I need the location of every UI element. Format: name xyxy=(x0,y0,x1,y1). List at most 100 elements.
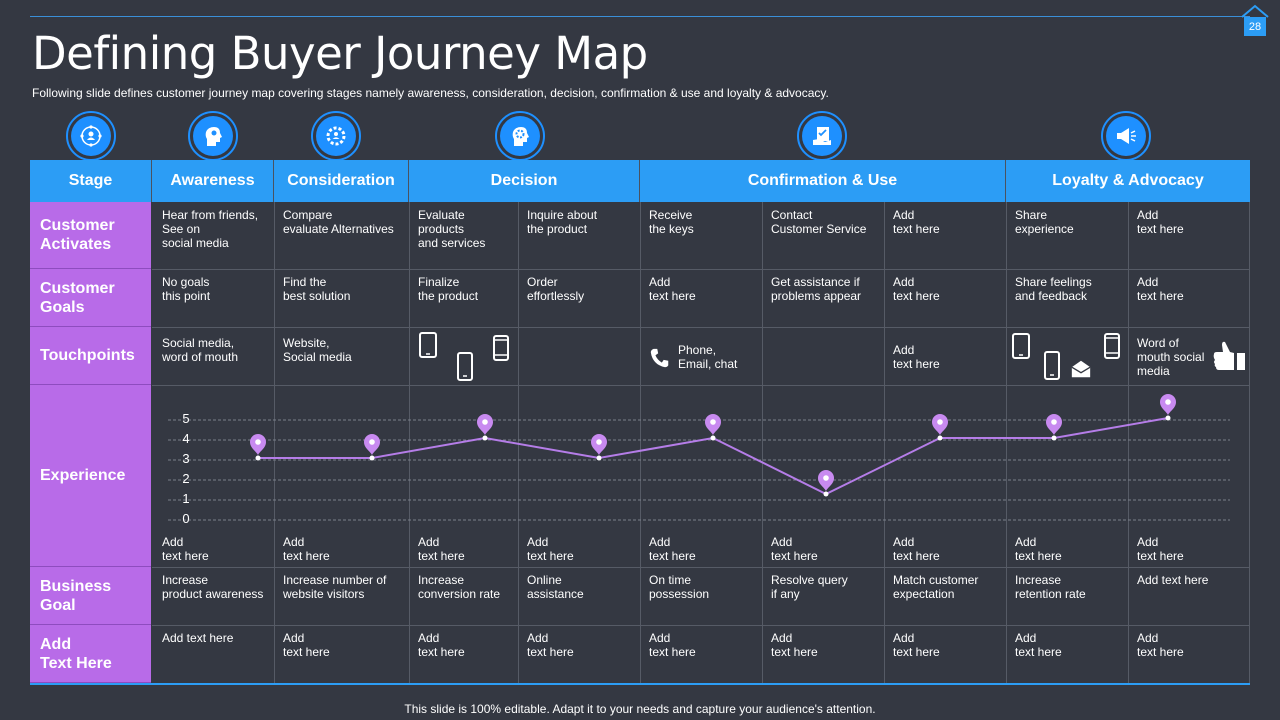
page-number-badge[interactable]: 28 xyxy=(1240,4,1270,38)
cell-touchpoints-awareness: Social media, word of mouth xyxy=(162,336,239,364)
cell-activates-confirmation-2: Contact Customer Service xyxy=(771,208,867,236)
header-confirmation: Confirmation & Use xyxy=(640,160,1006,202)
data-point xyxy=(596,455,602,461)
cell-extra-consideration: Add text here xyxy=(283,631,330,659)
column-divider xyxy=(762,202,763,683)
cell-business-loyalty-1: Increase retention rate xyxy=(1015,573,1086,601)
cell-goals-confirmation-1: Add text here xyxy=(649,275,696,303)
cell-touchpoints-confirmation-3: Add text here xyxy=(893,343,940,371)
map-pin-icon xyxy=(250,434,266,461)
cell-experience-confirmation-1: Add text here xyxy=(649,535,696,563)
row-divider xyxy=(152,269,1250,270)
map-pin-icon xyxy=(591,434,607,461)
idea-head-icon xyxy=(205,127,222,146)
phone-icon xyxy=(1104,333,1120,359)
cell-touchpoints-consideration: Website, Social media xyxy=(283,336,352,364)
experience-points xyxy=(250,394,1176,497)
chart-y-ticks: 5 4 3 2 1 0 xyxy=(182,411,189,526)
stage-icon-loyalty xyxy=(1101,111,1151,161)
cell-extra-confirmation-2: Add text here xyxy=(771,631,818,659)
column-divider xyxy=(1128,202,1129,683)
data-point xyxy=(482,435,488,441)
y-tick-label: 5 xyxy=(182,411,189,426)
data-point xyxy=(369,455,375,461)
data-point xyxy=(823,491,829,497)
header-awareness: Awareness xyxy=(152,160,274,202)
map-pin-icon xyxy=(818,470,834,497)
phone-icon xyxy=(493,335,509,361)
cell-business-decision-1: Increase conversion rate xyxy=(418,573,501,601)
map-pin-icon xyxy=(477,414,493,441)
cell-goals-decision-2: Order effortlessly xyxy=(527,275,585,303)
cell-experience-decision-2: Add text here xyxy=(527,535,574,563)
row-label-business-goal: Business Goal xyxy=(30,567,151,625)
cell-business-consideration: Increase number of website visitors xyxy=(283,573,387,601)
y-tick-label: 2 xyxy=(182,471,189,486)
footer-note: This slide is 100% editable. Adapt it to… xyxy=(404,702,876,716)
header-consideration: Consideration xyxy=(274,160,409,202)
envelope-icon xyxy=(1071,360,1091,378)
journey-map-table: Stage Awareness Consideration Decision C… xyxy=(30,160,1250,685)
row-divider xyxy=(152,385,1250,386)
cell-extra-decision-2: Add text here xyxy=(527,631,574,659)
row-divider xyxy=(152,567,1250,568)
cell-activates-consideration: Compare evaluate Alternatives xyxy=(283,208,394,236)
cell-goals-loyalty-2: Add text here xyxy=(1137,275,1184,303)
cell-goals-loyalty-1: Share feelings and feedback xyxy=(1015,275,1092,303)
data-point xyxy=(1051,435,1057,441)
cell-experience-awareness: Add text here xyxy=(162,535,209,563)
phone-icon xyxy=(457,352,473,381)
y-tick-label: 3 xyxy=(182,451,189,466)
tablet-icon xyxy=(1012,333,1030,359)
top-divider xyxy=(30,16,1250,17)
cell-activates-confirmation-1: Receive the keys xyxy=(649,208,694,236)
cell-activates-decision-1: Evaluate products and services xyxy=(418,208,486,250)
stage-icon-stage xyxy=(66,111,116,161)
cell-goals-confirmation-2: Get assistance if problems appear xyxy=(771,275,862,303)
telephone-icon xyxy=(650,348,669,368)
cell-experience-loyalty-1: Add text here xyxy=(1015,535,1062,563)
row-label-experience: Experience xyxy=(30,385,151,567)
y-tick-label: 0 xyxy=(182,511,189,526)
cell-goals-decision-1: Finalize the product xyxy=(418,275,479,303)
cell-activates-decision-2: Inquire about the product xyxy=(527,208,598,236)
column-divider xyxy=(1249,202,1250,683)
brain-gear-icon xyxy=(512,127,529,146)
page-title: Defining Buyer Journey Map xyxy=(32,27,648,80)
cell-business-loyalty-2: Add text here xyxy=(1137,573,1209,587)
row-divider xyxy=(152,327,1250,328)
people-network-icon xyxy=(80,125,102,147)
cell-business-confirmation-2: Resolve query if any xyxy=(771,573,848,601)
cell-experience-confirmation-3: Add text here xyxy=(893,535,940,563)
cell-touchpoints-confirmation-1: Phone, Email, chat xyxy=(678,343,738,371)
column-divider xyxy=(640,202,641,683)
experience-chart: 5 4 3 2 1 0 xyxy=(168,394,1230,526)
map-pin-icon xyxy=(932,414,948,441)
cell-extra-confirmation-1: Add text here xyxy=(649,631,696,659)
page-number: 28 xyxy=(1248,21,1262,33)
cell-goals-confirmation-3: Add text here xyxy=(893,275,940,303)
column-divider xyxy=(274,202,275,683)
stage-icon-decision xyxy=(495,111,545,161)
checklist-hand-icon xyxy=(813,127,831,145)
stage-icon-confirmation xyxy=(797,111,847,161)
row-label-add-text: Add Text Here xyxy=(30,625,151,683)
thumbs-up-icon xyxy=(1213,341,1245,370)
column-divider xyxy=(884,202,885,683)
row-label-goals: Customer Goals xyxy=(30,269,151,327)
y-tick-label: 1 xyxy=(182,491,189,506)
cell-business-awareness: Increase product awareness xyxy=(162,573,264,601)
cell-activates-loyalty-1: Share experience xyxy=(1015,208,1074,236)
map-pin-icon xyxy=(705,414,721,441)
map-pin-icon xyxy=(1046,414,1062,441)
cell-experience-loyalty-2: Add text here xyxy=(1137,535,1184,563)
cell-extra-decision-1: Add text here xyxy=(418,631,465,659)
y-tick-label: 4 xyxy=(182,431,189,446)
row-label-touchpoints: Touchpoints xyxy=(30,327,151,385)
data-point xyxy=(1165,415,1171,421)
cell-extra-loyalty-1: Add text here xyxy=(1015,631,1062,659)
stage-icon-consideration xyxy=(311,111,361,161)
cell-extra-awareness: Add text here xyxy=(162,631,234,645)
phone-icon xyxy=(1044,351,1060,380)
row-divider xyxy=(152,625,1250,626)
